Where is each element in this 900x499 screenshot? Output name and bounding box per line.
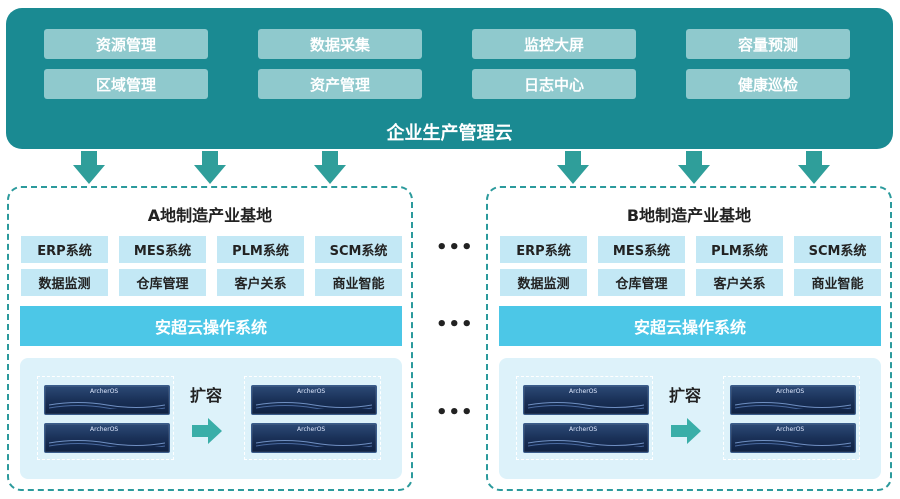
arrow-right-icon [192, 418, 222, 444]
server-brand: ArcherOS [90, 426, 119, 433]
server-brand: ArcherOS [297, 388, 326, 395]
system-button[interactable]: 仓库管理 [598, 269, 685, 296]
server-icon: ArcherOS [523, 385, 649, 415]
system-button[interactable]: MES系统 [598, 236, 685, 263]
cloud-module-button[interactable]: 资源管理 [44, 29, 208, 59]
server-group-after: ArcherOS ArcherOS [723, 376, 860, 460]
server-icon: ArcherOS [44, 423, 170, 453]
hardware-panel: ArcherOS ArcherOS 扩容 ArcherOS ArcherOS [20, 358, 402, 479]
arrow-right-icon [671, 418, 701, 444]
system-button[interactable]: 客户关系 [696, 269, 783, 296]
ellipsis: ••• [436, 237, 474, 258]
server-icon: ArcherOS [730, 385, 856, 415]
system-button[interactable]: 数据监测 [500, 269, 587, 296]
cloud-module-button[interactable]: 日志中心 [472, 69, 636, 99]
system-button[interactable]: 数据监测 [21, 269, 108, 296]
cloud-title: 企业生产管理云 [386, 123, 513, 144]
server-icon: ArcherOS [44, 385, 170, 415]
cloud-module-button[interactable]: 健康巡检 [686, 69, 850, 99]
server-icon: ArcherOS [523, 423, 649, 453]
ellipsis: ••• [436, 402, 474, 423]
hardware-panel: ArcherOS ArcherOS 扩容 ArcherOS ArcherOS [499, 358, 881, 479]
site-a-panel: A地制造产业基地 ERP系统 MES系统 PLM系统 SCM系统 数据监测 仓库… [7, 186, 413, 491]
ellipsis: ••• [436, 314, 474, 335]
cloud-module-button[interactable]: 区域管理 [44, 69, 208, 99]
site-title: A地制造产业基地 [147, 206, 273, 225]
system-button[interactable]: 仓库管理 [119, 269, 206, 296]
arrow-down-icon [678, 151, 710, 184]
system-button[interactable]: SCM系统 [315, 236, 402, 263]
arrow-down-icon [314, 151, 346, 184]
enterprise-cloud-panel: 资源管理 数据采集 监控大屏 容量预测 区域管理 资产管理 日志中心 健康巡检 … [6, 8, 893, 149]
arrow-down-icon [73, 151, 105, 184]
server-brand: ArcherOS [776, 426, 805, 433]
server-brand: ArcherOS [90, 388, 119, 395]
server-group-before: ArcherOS ArcherOS [37, 376, 174, 460]
site-title: B地制造产业基地 [626, 206, 752, 225]
system-button[interactable]: PLM系统 [696, 236, 783, 263]
server-brand: ArcherOS [569, 388, 598, 395]
system-button[interactable]: SCM系统 [794, 236, 881, 263]
server-icon: ArcherOS [251, 423, 377, 453]
system-button[interactable]: 商业智能 [794, 269, 881, 296]
cloud-module-button[interactable]: 数据采集 [258, 29, 422, 59]
expand-label: 扩容 [669, 386, 702, 405]
server-icon: ArcherOS [730, 423, 856, 453]
server-brand: ArcherOS [776, 388, 805, 395]
system-button[interactable]: 客户关系 [217, 269, 304, 296]
expand-label: 扩容 [190, 386, 223, 405]
os-bar[interactable]: 安超云操作系统 [499, 306, 881, 346]
arrow-down-icon [557, 151, 589, 184]
system-button[interactable]: MES系统 [119, 236, 206, 263]
server-group-after: ArcherOS ArcherOS [244, 376, 381, 460]
system-button[interactable]: 商业智能 [315, 269, 402, 296]
cloud-module-button[interactable]: 资产管理 [258, 69, 422, 99]
cloud-module-button[interactable]: 监控大屏 [472, 29, 636, 59]
cloud-module-button[interactable]: 容量预测 [686, 29, 850, 59]
server-brand: ArcherOS [297, 426, 326, 433]
arrow-down-icon [798, 151, 830, 184]
os-bar[interactable]: 安超云操作系统 [20, 306, 402, 346]
system-button[interactable]: ERP系统 [500, 236, 587, 263]
server-group-before: ArcherOS ArcherOS [516, 376, 653, 460]
system-button[interactable]: PLM系统 [217, 236, 304, 263]
server-icon: ArcherOS [251, 385, 377, 415]
server-brand: ArcherOS [569, 426, 598, 433]
arrow-down-icon [194, 151, 226, 184]
site-b-panel: B地制造产业基地 ERP系统 MES系统 PLM系统 SCM系统 数据监测 仓库… [486, 186, 892, 491]
system-button[interactable]: ERP系统 [21, 236, 108, 263]
